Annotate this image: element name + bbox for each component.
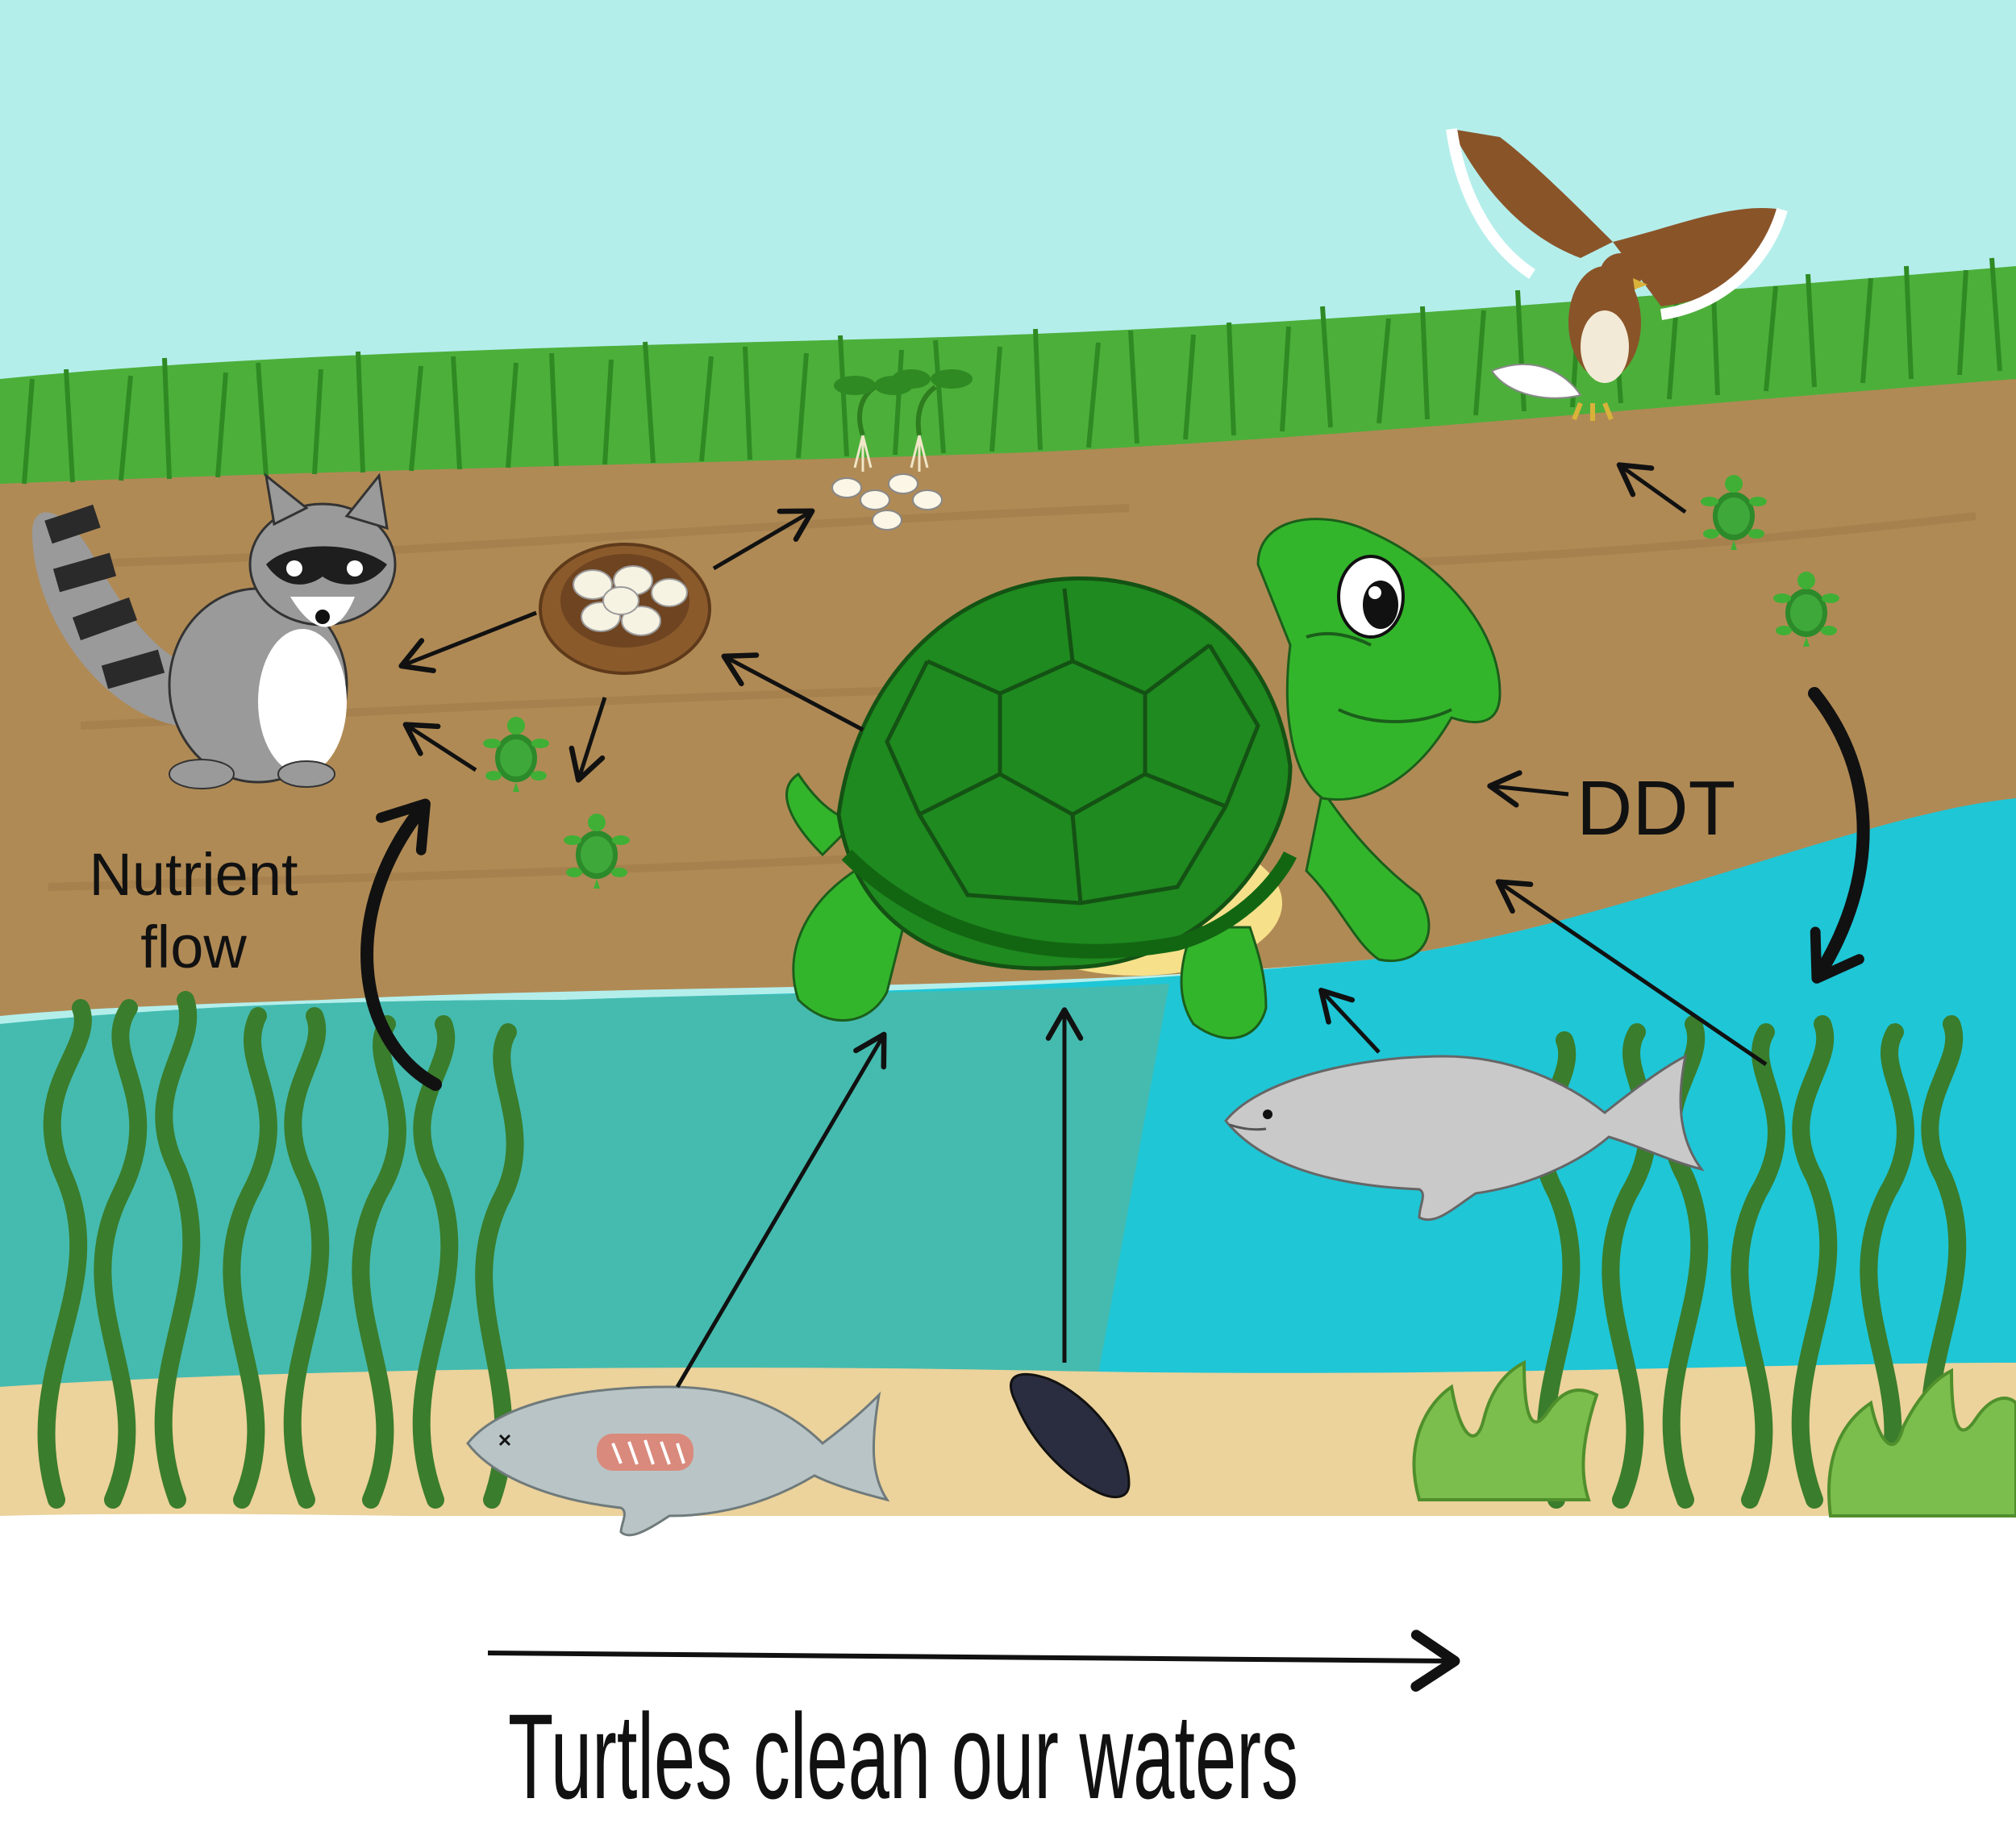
arrow-fish-to-turtle [1318, 987, 1381, 1054]
arrow-nest-to-hatchlings [569, 697, 607, 783]
nutrient-flow-arrow [360, 798, 442, 1091]
mussel-icon [1010, 1373, 1131, 1499]
food-web-arrows [398, 462, 1768, 1388]
arrow-hatchling-to-hawk [1616, 462, 1687, 514]
aquatic-plant-icon [1412, 1359, 2016, 1518]
arrow-ddt-to-turtle [1487, 770, 1569, 808]
grass-strip [0, 266, 2016, 484]
seaweed-icon [37, 991, 524, 1509]
arrow-dead-fish-to-turtle [675, 1031, 887, 1388]
sprouting-seeds-icon [831, 369, 973, 531]
caption-text: Turtles clean our waters [508, 1688, 1298, 1824]
raccoon-icon [32, 473, 397, 789]
turtle-icon [785, 518, 1502, 1039]
nutrient-flow-label-line1: Nutrient [89, 841, 298, 908]
hawk-icon [1446, 128, 1788, 421]
fish-icon [1224, 1054, 1705, 1222]
arrow-nest-to-seeds [712, 508, 815, 571]
nest-eggs-icon [539, 543, 711, 675]
arrow-turtle-to-nest [721, 652, 864, 732]
nutrient-flow-label-line2: flow [140, 914, 247, 980]
dead-fish-icon [466, 1385, 890, 1537]
ddt-label: DDT [1577, 765, 1735, 851]
arrow-hatchling-to-raccoon [402, 722, 477, 772]
arrow-nest-to-raccoon [398, 610, 537, 673]
caption-arrow [487, 1630, 1460, 1692]
hawk-to-water-arrow [1808, 687, 1870, 984]
arrow-fish-to-turtle-ddt [1495, 879, 1768, 1067]
